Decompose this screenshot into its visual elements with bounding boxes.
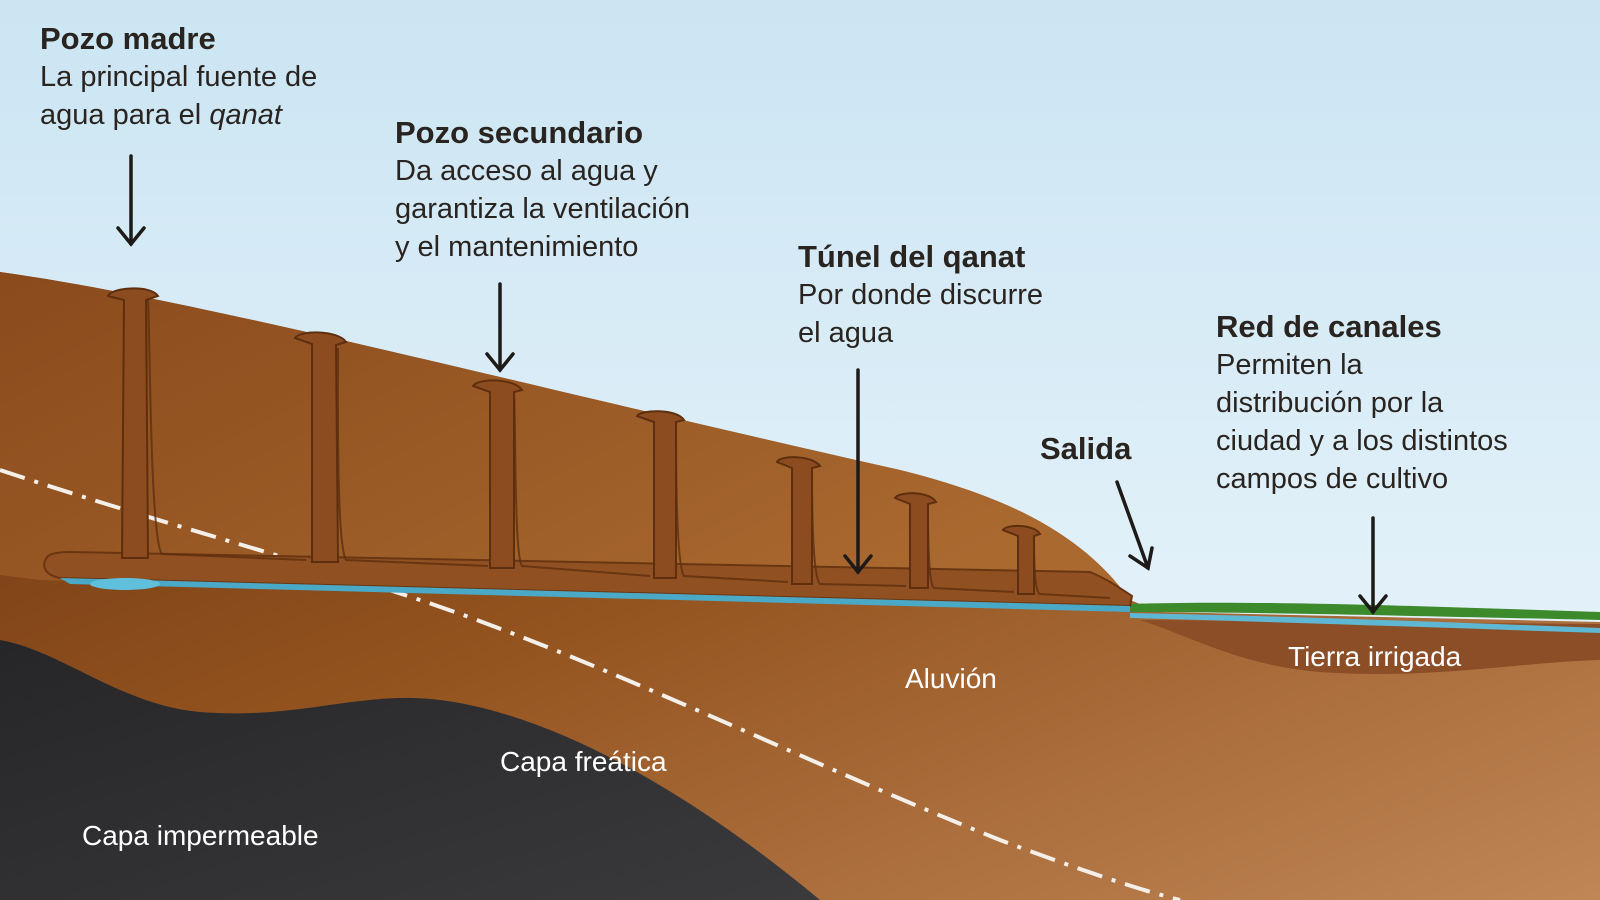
- arrows: [116, 154, 1388, 615]
- callout-title: Salida: [1040, 431, 1132, 466]
- callout-red-canales: Red de canales Permiten la distribución …: [1216, 308, 1508, 498]
- shaft-4: [635, 410, 686, 579]
- callout-tunel: Túnel del qanat Por donde discurre el ag…: [798, 238, 1043, 352]
- callout-desc: La principal fuente de agua para el qana…: [40, 58, 317, 134]
- shaft-3: [471, 379, 524, 569]
- grass-strip: [1128, 602, 1600, 620]
- callout-desc: Permiten la distribución por la ciudad y…: [1216, 349, 1508, 495]
- irrigated-land: [1140, 620, 1600, 675]
- arrow-salida: [1115, 480, 1154, 571]
- callout-desc-main: La principal fuente de agua para el: [40, 61, 318, 131]
- label-capa-impermeable: Capa impermeable: [82, 820, 319, 851]
- shaft-mother: [106, 287, 160, 559]
- impermeable-layer: [0, 640, 820, 900]
- tunnel-water: [60, 578, 1130, 612]
- callout-desc-italic: qanat: [209, 99, 282, 131]
- callout-title: Pozo secundario: [395, 115, 644, 150]
- callout-title: Túnel del qanat: [798, 239, 1026, 274]
- shafts: [106, 287, 1042, 595]
- upper-soil: [0, 272, 1130, 612]
- arrow-pozo-madre: [116, 154, 146, 247]
- shaft-5: [775, 456, 822, 585]
- callout-pozo-madre: Pozo madre La principal fuente de agua p…: [40, 20, 317, 134]
- arrow-pozo-secundario: [485, 282, 515, 373]
- water-table-line: [0, 468, 1181, 900]
- shaft-6: [893, 492, 938, 589]
- callout-desc: Por donde discurre el agua: [798, 279, 1044, 349]
- callout-title: Pozo madre: [40, 21, 216, 56]
- label-aluvion: Aluvión: [905, 663, 997, 694]
- callout-pozo-secundario: Pozo secundario Da acceso al agua y gara…: [395, 114, 690, 266]
- arrow-red-canales: [1358, 516, 1388, 615]
- label-capa-freatica: Capa freática: [500, 746, 667, 777]
- qanat-tunnel: [43, 550, 1134, 608]
- shaft-2: [293, 331, 348, 563]
- mother-well-pool: [90, 578, 160, 590]
- callout-salida: Salida: [1040, 430, 1131, 468]
- label-tierra-irrigada: Tierra irrigada: [1288, 641, 1462, 672]
- callout-desc: Da acceso al agua y garantiza la ventila…: [395, 155, 691, 263]
- canal-water: [1130, 613, 1600, 633]
- arrow-tunel: [843, 368, 873, 575]
- chambers: [147, 299, 1111, 599]
- callout-title: Red de canales: [1216, 309, 1442, 344]
- shaft-7: [1001, 524, 1042, 595]
